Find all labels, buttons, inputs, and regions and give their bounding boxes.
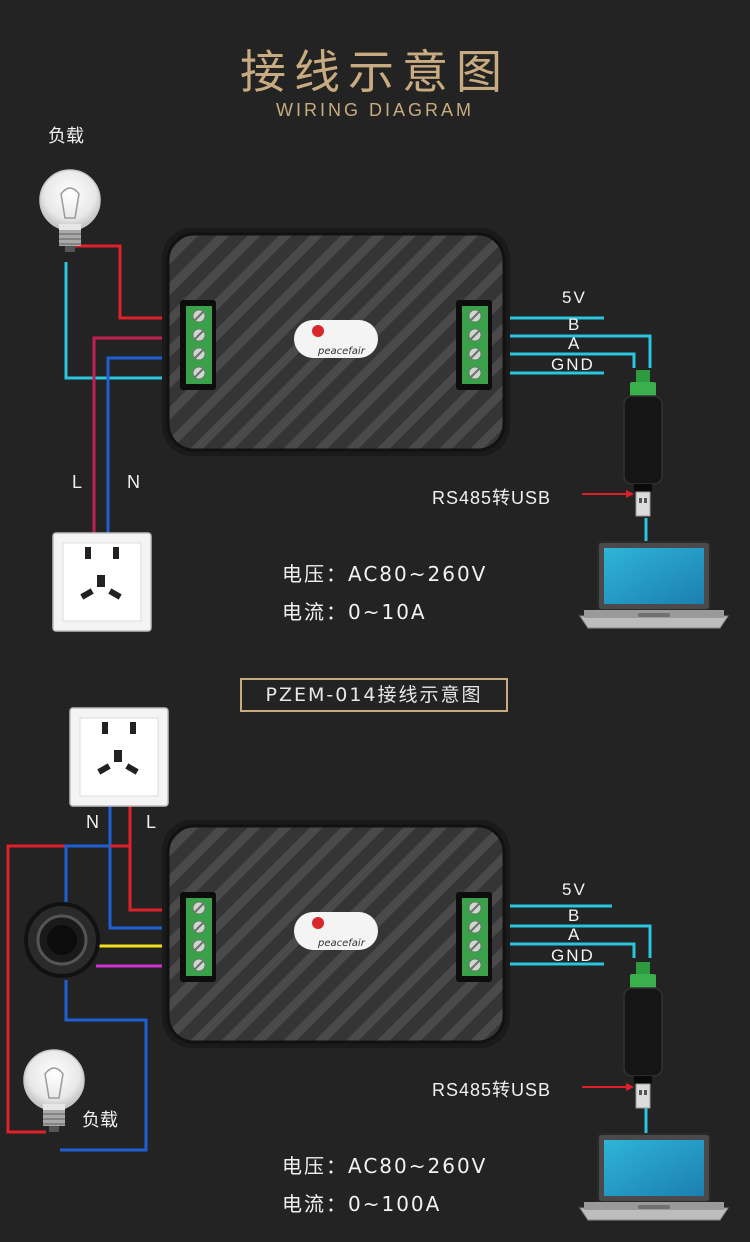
- current-spec: 电流：0~10A: [282, 600, 427, 624]
- current-transformer-icon: [24, 902, 100, 978]
- usb-label: RS485转USB: [432, 488, 552, 508]
- model-title: PZEM-014接线示意图: [240, 678, 508, 712]
- pin-label-gnd: GND: [551, 355, 595, 374]
- terminal-block-left-2: [179, 891, 217, 983]
- usb-label-2: RS485转USB: [432, 1080, 552, 1100]
- pin-label-5v-2: 5V: [562, 880, 587, 899]
- laptop-icon-2: [579, 1133, 729, 1221]
- pin-label-b: B: [568, 315, 582, 334]
- voltage-spec-2: 电压：AC80~260V: [282, 1154, 488, 1178]
- pin-label-a: A: [568, 334, 582, 353]
- pin-label-5v: 5V: [562, 288, 587, 307]
- bulb-icon: [39, 169, 101, 253]
- pin-label-b-2: B: [568, 906, 582, 925]
- line-label: L: [72, 472, 83, 492]
- terminal-block-left: [179, 299, 217, 391]
- voltage-spec: 电压：AC80~260V: [282, 562, 488, 586]
- neutral-label: N: [127, 472, 140, 492]
- laptop-icon: [579, 541, 729, 629]
- page-subtitle: WIRING DIAGRAM: [276, 100, 474, 120]
- current-spec-2: 电流：0~100A: [282, 1192, 442, 1216]
- socket-icon: [52, 532, 152, 632]
- neutral-label-2: N: [86, 812, 99, 832]
- pin-label-a-2: A: [568, 925, 582, 944]
- brand-logo-2: peacefair: [318, 938, 365, 949]
- page-title: 接线示意图: [240, 45, 510, 99]
- terminal-block-right-2: [455, 891, 493, 983]
- socket-icon-2: [69, 707, 169, 807]
- pin-label-gnd-2: GND: [551, 946, 595, 965]
- line-label-2: L: [146, 812, 157, 832]
- terminal-block-right: [455, 299, 493, 391]
- load-label: 负载: [48, 126, 84, 146]
- brand-logo: peacefair: [318, 346, 365, 357]
- load-label-2: 负载: [82, 1110, 118, 1130]
- bulb-icon-2: [23, 1049, 85, 1133]
